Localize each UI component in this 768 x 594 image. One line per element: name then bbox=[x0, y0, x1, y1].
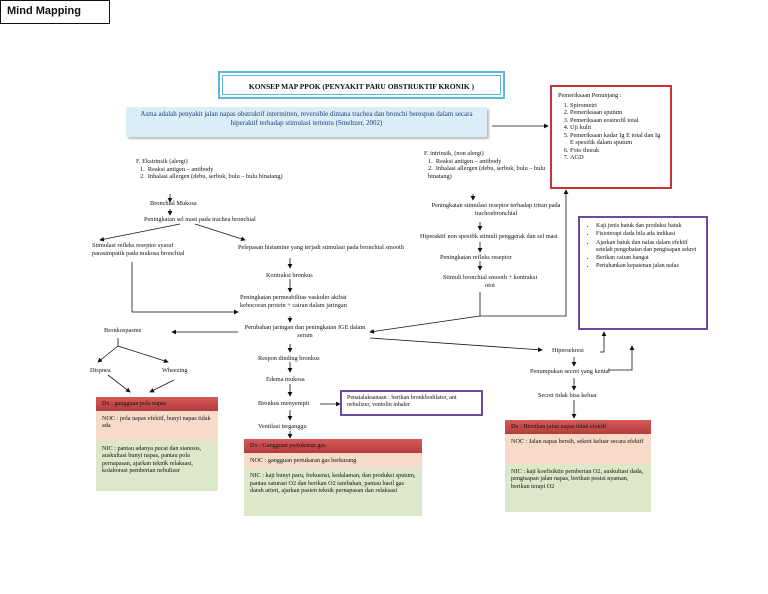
intrinsic-item: 2. Inhalasi allergen (debu, serbuk, bulu… bbox=[428, 165, 546, 180]
node-pelepasan-histamine: Pelepasan histamine yang terjadi stimula… bbox=[238, 244, 404, 251]
mind-mapping-title: Mind Mapping bbox=[0, 0, 110, 24]
node-bronkospasme: Bronkospasme bbox=[104, 327, 142, 334]
support-item: AGD bbox=[570, 154, 664, 162]
diagnosis-box-pola-napas: Dx : gangguan pola napas NOC : pola napa… bbox=[96, 397, 218, 497]
diagnosis-noc: NOC : pola napas efektif, bunyi napas ti… bbox=[96, 410, 218, 441]
extrinsic-item: 2. Inhalasi allergen (debu, serbuk, bulu… bbox=[140, 173, 283, 180]
support-item: Pemeriksaan sputum bbox=[570, 109, 664, 117]
intervention-item: Ajarkan batuk dan nafas dalam efektif se… bbox=[596, 240, 700, 255]
intervention-item: Fisioterapi dada bila ada indikasi bbox=[596, 231, 700, 238]
extrinsic-title: F. Ekstrinsik (alergi) bbox=[136, 158, 188, 165]
diagnosis-box-pertukaran-gas: Dx : Gangguan pertukaran gas NOC : gangg… bbox=[244, 439, 422, 527]
node-respon-dinding: Respon dinding bronkus bbox=[258, 355, 320, 362]
support-title: Pemeriksaan Penunjang : bbox=[558, 92, 622, 99]
diagnosis-nic: NIC : kaji koefisiktin pemberian O2, aus… bbox=[505, 463, 651, 512]
intervention-list: Kaji jenis batuk dan produksi batuk Fisi… bbox=[586, 223, 700, 271]
node-perubahan-jaringan: Perubahan jaringan dan peningkatan IGE d… bbox=[244, 324, 366, 339]
pemeriksaan-penunjang-box: Pemeriksaan Penunjang : Spirometri Pemer… bbox=[550, 85, 672, 189]
diagnosis-header: Dx : gangguan pola napas bbox=[96, 397, 218, 411]
intervention-item: Kaji jenis batuk dan produksi batuk bbox=[596, 223, 700, 230]
support-item: Foto thorak bbox=[570, 147, 664, 155]
node-ventilasi: Ventilasi terganggu bbox=[258, 423, 307, 430]
support-item: Pemeriksaan eosinofil total bbox=[570, 117, 664, 125]
intervention-item: Pertahankan kepatenan jalan nafas bbox=[596, 263, 700, 270]
intrinsic-title: F. intrinsik, (non alergi) bbox=[424, 150, 484, 157]
node-edema-mukosa: Edema mukosa bbox=[266, 376, 305, 383]
concept-map-title: KONSEP MAP PPOK (PENYAKIT PARU OBSTRUKTI… bbox=[218, 71, 505, 99]
node-peningkatan-stimulasi: Peningkatan stimulasi reseptor terhadap … bbox=[431, 202, 561, 217]
node-peningkatan-sel-mast: Peningkatan sel mast pada trachea bronch… bbox=[144, 216, 256, 223]
diagnosis-box-bersihan-jalan-napas: Dx : Bersihan jalan napas tidak efektif … bbox=[505, 420, 651, 518]
node-penumpukan-secret: Penumpukan secret yang kental bbox=[530, 368, 610, 375]
node-stimulasi-refleks: Stimulasi refleks reseptor syaraf parasi… bbox=[92, 242, 185, 257]
node-dispnea: Dispnea bbox=[90, 367, 111, 374]
asma-definition: Asma adalah penyakit jalan napas obstruk… bbox=[126, 107, 487, 137]
diagnosis-header: Dx : Gangguan pertukaran gas bbox=[244, 439, 422, 453]
node-hiperaktif: Hiperaktif non spesifik stimuli penggera… bbox=[420, 233, 558, 240]
intervention-box: Kaji jenis batuk dan produksi batuk Fisi… bbox=[578, 216, 708, 330]
node-bronchial-mukosa: Bronchial Mukosa bbox=[150, 200, 197, 207]
node-peningkatan-refleks: Peningkatan refleks reseptor bbox=[440, 254, 512, 261]
diagnosis-noc: NOC : Jalan napas bersih, sekret keluar … bbox=[505, 433, 651, 464]
node-peningkatan-permeabilitas: Peningkatan permeabilitas vaskuler akiba… bbox=[240, 294, 347, 309]
support-list: Spirometri Pemeriksaan sputum Pemeriksaa… bbox=[558, 102, 664, 162]
diagnosis-noc: NOC : gangguan pertukaran gas berkurang bbox=[244, 452, 422, 468]
extrinsic-item: 1. Reaksi antigen – antibody bbox=[140, 165, 214, 173]
penatalaksanaan-box: Penatalaksanaan : berikan bronkhodilator… bbox=[340, 390, 483, 416]
extrinsic-factor: F. Ekstrinsik (alergi) 1. Reaksi antigen… bbox=[136, 158, 306, 181]
support-item: Uji kulit bbox=[570, 124, 664, 132]
node-kontraksi-bronkus: Kontraksi bronkus bbox=[266, 272, 313, 279]
intervention-item: Berikan cairan hangat bbox=[596, 255, 700, 262]
node-wheezing: Wheezing bbox=[162, 367, 188, 374]
support-item: Pemeriksaan kadar Ig E total dan Ig E sp… bbox=[570, 132, 664, 147]
intrinsic-item: 1. Reaksi antigen – antibody bbox=[428, 157, 502, 165]
diagnosis-nic: NIC : pantau adanya pucat dan sianosis, … bbox=[96, 440, 218, 491]
node-hipersekresi: Hipersekresi bbox=[552, 347, 584, 354]
diagnosis-nic: NIC : kaji bunyi paru, frekuensi, kedala… bbox=[244, 468, 422, 516]
node-bronkus-menyempit: Bronkus menyempit bbox=[258, 400, 310, 407]
node-stimuli-bronchial: Stimuli bronchial smooth + kontraksi oto… bbox=[442, 274, 538, 289]
node-secret-sulit: Secret tidak bisa keluar bbox=[538, 392, 597, 399]
diagnosis-header: Dx : Bersihan jalan napas tidak efektif bbox=[505, 420, 651, 434]
intrinsic-factor: F. intrinsik, (non alergi) 1. Reaksi ant… bbox=[424, 150, 550, 180]
support-item: Spirometri bbox=[570, 102, 664, 110]
